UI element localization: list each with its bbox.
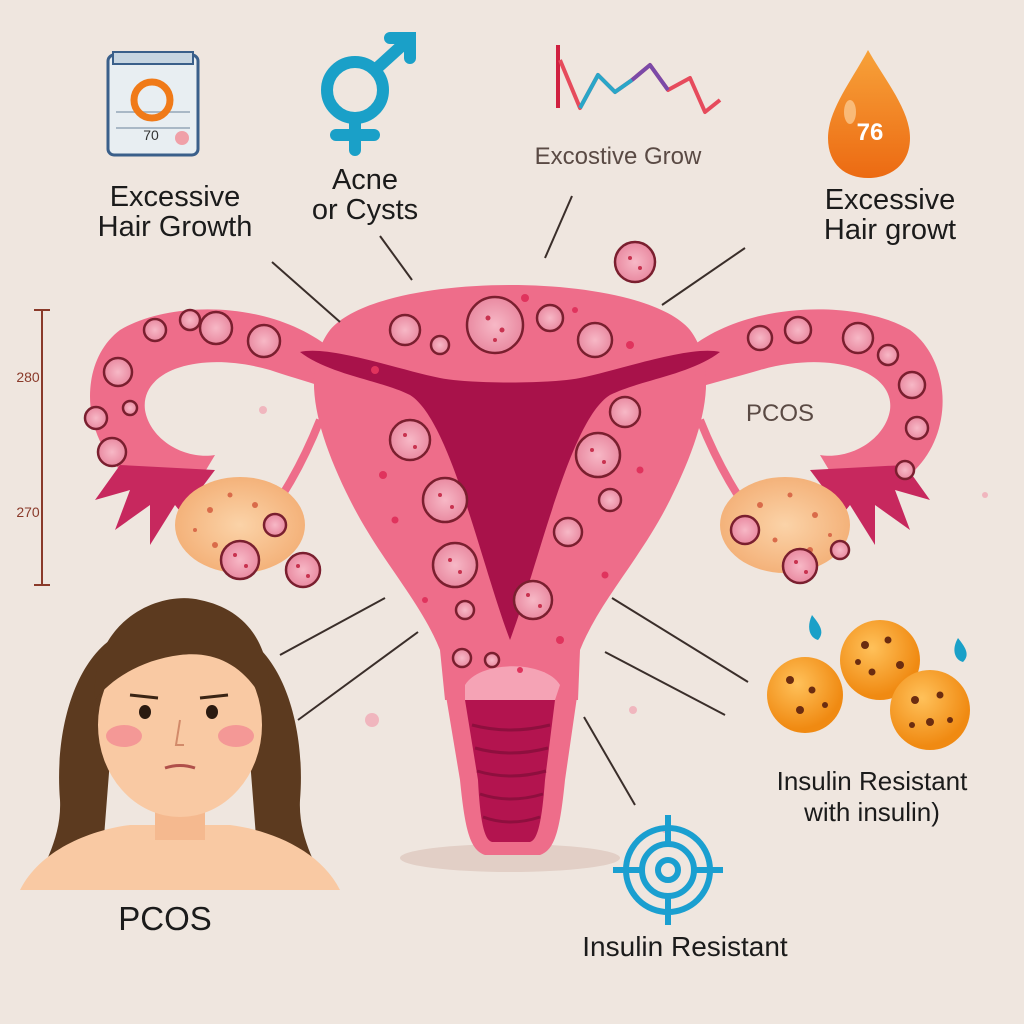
label-line: Excessive xyxy=(109,181,241,213)
shadow xyxy=(400,844,620,872)
label-excessive-growth-center: Excostive Grow xyxy=(534,143,702,170)
left-ovary xyxy=(175,477,305,573)
specks xyxy=(371,294,644,673)
trend-graph-icon xyxy=(556,45,722,114)
follicle-cysts xyxy=(83,240,930,669)
right-ovary xyxy=(720,477,850,573)
jar-icon xyxy=(106,51,200,157)
uterus-illustration xyxy=(83,240,943,855)
label-excessive-hair-growth-right: Excessive Hair growt xyxy=(785,185,995,246)
label-line: Hair Growth xyxy=(97,211,253,244)
label-line: Hair growt xyxy=(823,214,957,247)
label-acne-cysts: Acne or Cysts xyxy=(290,165,440,226)
drop-icon xyxy=(828,50,910,178)
uterine-cavity xyxy=(300,350,720,640)
target-icon xyxy=(613,815,723,925)
cervical-canal xyxy=(465,700,555,842)
label-excessive-hair-growth-left: Excessive Hair Growth xyxy=(70,182,280,243)
scale-bar xyxy=(34,309,50,586)
jar-badge-value: 70 xyxy=(143,127,159,143)
label-insulin-resistant-bottom: Insulin Resistant xyxy=(582,931,788,962)
drop-badge-value: 76 xyxy=(856,119,884,146)
cervix-ridges xyxy=(471,723,551,824)
gender-symbol-icon xyxy=(321,32,416,156)
woman-illustration xyxy=(20,598,340,890)
label-line: Insulin Resistant xyxy=(776,766,968,796)
label-line: with insulin) xyxy=(804,797,940,828)
label-line: Acne xyxy=(331,164,399,196)
scale-label-lower: 270 xyxy=(16,504,40,520)
left-fimbriae xyxy=(95,465,215,545)
label-pcos-bottom: PCOS xyxy=(118,900,212,937)
right-fimbriae xyxy=(810,465,930,545)
label-line: Excessive xyxy=(824,184,956,216)
cyst-dots xyxy=(233,256,808,608)
leader-lines xyxy=(271,195,749,806)
label-line: or Cysts xyxy=(311,194,419,227)
scale-label-upper: 280 xyxy=(16,369,40,385)
label-pcos-right: PCOS xyxy=(745,400,814,427)
cells-icon xyxy=(767,615,970,750)
cervix-top xyxy=(465,666,560,700)
label-insulin-resistant-right: Insulin Resistant with insulin) xyxy=(722,766,1022,828)
